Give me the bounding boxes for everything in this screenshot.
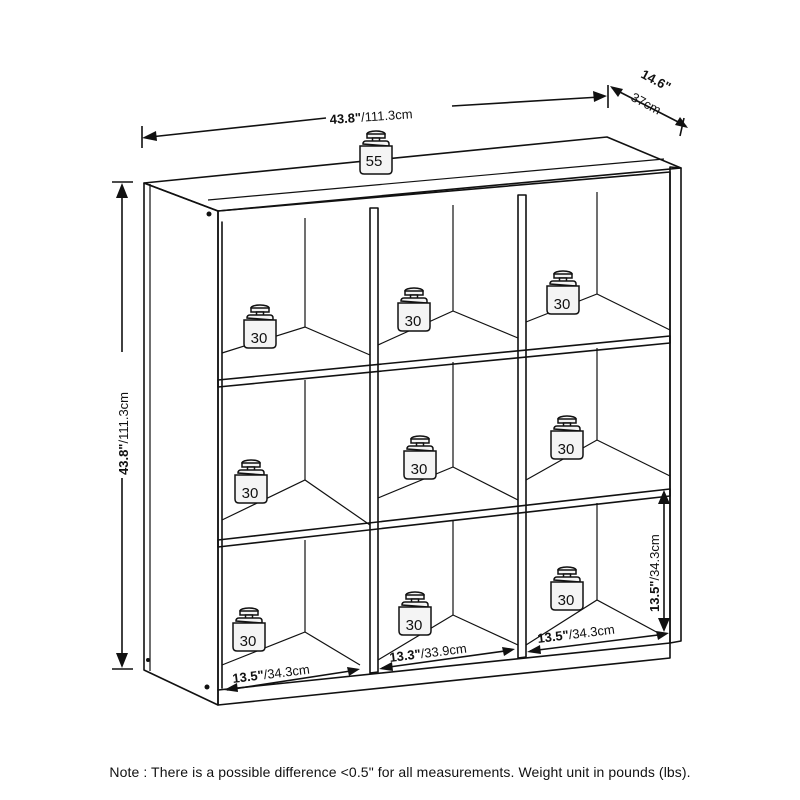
width-dimension: 43.8"/111.3cm bbox=[141, 85, 609, 148]
weight-top-label: 55 bbox=[366, 153, 383, 170]
cube-height-imperial: 13.5" bbox=[647, 581, 662, 612]
right-side-panel bbox=[669, 166, 682, 644]
weight-shelf-4-label: 30 bbox=[242, 485, 259, 502]
cube-middle-width-imperial: 13.3" bbox=[389, 646, 422, 665]
svg-text:43.8"/111.3cm: 43.8"/111.3cm bbox=[329, 106, 413, 127]
width-imperial: 43.8" bbox=[329, 110, 361, 127]
weight-shelf-2: 30 bbox=[397, 287, 431, 332]
cube-right-width-dimension: 13.5"/34.3cm bbox=[527, 622, 669, 654]
height-metric: /111.3cm bbox=[116, 392, 131, 444]
cube-middle-width-dimension: 13.3"/33.9cm bbox=[379, 641, 515, 671]
weight-shelf-7-label: 30 bbox=[240, 633, 257, 650]
svg-text:13.5"/34.3cm: 13.5"/34.3cm bbox=[647, 534, 662, 612]
weight-shelf-1: 30 bbox=[243, 304, 277, 349]
svg-text:13.5"/34.3cm: 13.5"/34.3cm bbox=[537, 622, 616, 646]
top-panel bbox=[143, 136, 682, 212]
weight-shelf-6-label: 30 bbox=[558, 441, 575, 458]
svg-text:13.5"/34.3cm: 13.5"/34.3cm bbox=[232, 662, 311, 686]
weight-shelf-9: 30 bbox=[550, 566, 584, 611]
cube-left-width-imperial: 13.5" bbox=[232, 667, 265, 686]
weight-shelf-1-label: 30 bbox=[251, 330, 268, 347]
width-metric: /111.3cm bbox=[361, 106, 413, 125]
cube-left-width-dimension: 13.5"/34.3cm bbox=[224, 662, 360, 692]
svg-text:13.3"/33.9cm: 13.3"/33.9cm bbox=[389, 641, 468, 665]
weight-shelf-5-label: 30 bbox=[411, 461, 428, 478]
depth-imperial: 14.6" bbox=[639, 66, 674, 94]
weight-shelf-6: 30 bbox=[550, 415, 584, 460]
weight-shelf-7: 30 bbox=[232, 607, 266, 652]
cube-right-width-imperial: 13.5" bbox=[537, 627, 570, 646]
height-dimension: 43.8"/111.3cm bbox=[112, 181, 133, 670]
bookcase bbox=[143, 136, 682, 706]
cube-middle-width-metric: /33.9cm bbox=[420, 641, 468, 662]
weight-top: 55 bbox=[359, 130, 393, 175]
depth-dimension: 14.6" 37cm bbox=[610, 66, 688, 137]
weight-shelf-4: 30 bbox=[234, 459, 268, 504]
svg-text:14.6": 14.6" bbox=[639, 66, 674, 94]
cube-left-width-metric: /34.3cm bbox=[263, 662, 311, 683]
weight-shelf-5: 30 bbox=[403, 435, 437, 480]
height-imperial: 43.8" bbox=[116, 444, 131, 475]
svg-text:43.8"/111.3cm: 43.8"/111.3cm bbox=[116, 392, 131, 475]
measurement-note: Note : There is a possible difference <0… bbox=[109, 764, 691, 780]
weight-shelf-3-label: 30 bbox=[554, 296, 571, 313]
cube-height-metric: /34.3cm bbox=[647, 534, 662, 580]
weight-shelf-2-label: 30 bbox=[405, 313, 422, 330]
depth-metric: 37cm bbox=[629, 89, 664, 117]
cube-height-dimension: 13.5"/34.3cm bbox=[647, 490, 670, 632]
weight-shelf-8-label: 30 bbox=[406, 617, 423, 634]
svg-text:37cm: 37cm bbox=[629, 89, 664, 117]
left-side-panel bbox=[143, 182, 219, 706]
weight-shelf-9-label: 30 bbox=[558, 592, 575, 609]
weight-shelf-8: 30 bbox=[398, 591, 432, 636]
weight-shelf-3: 30 bbox=[546, 270, 580, 315]
cube-right-width-metric: /34.3cm bbox=[568, 622, 616, 643]
